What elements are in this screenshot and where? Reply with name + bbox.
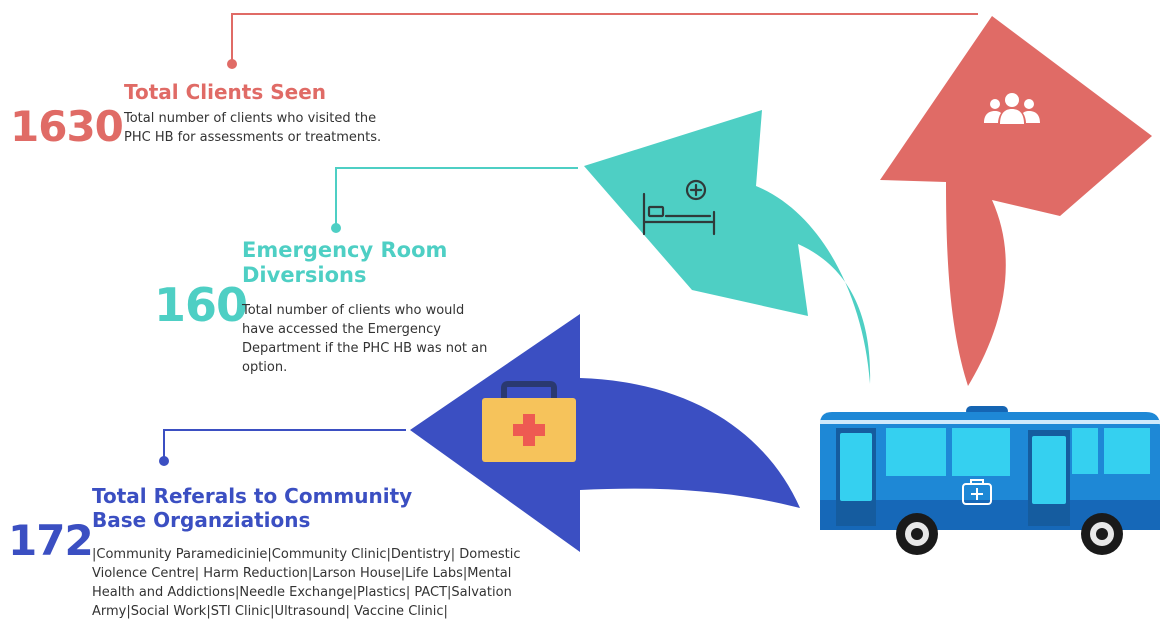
hospital-bed-icon	[642, 179, 716, 236]
referrals-title: Total Referals to Community Base Organzi…	[92, 484, 412, 532]
arrow-er	[584, 110, 871, 384]
connector-er	[331, 167, 578, 233]
medical-kit-icon	[482, 381, 576, 462]
er-description: Total number of clients who would have a…	[242, 303, 488, 375]
arrow-referrals	[410, 314, 800, 552]
er-value: 160	[154, 278, 248, 332]
people-group-icon	[984, 93, 1040, 124]
er-title: Emergency Room Diversions	[242, 238, 447, 288]
arrow-clients	[880, 16, 1152, 386]
clients-description: Total number of clients who visited the …	[124, 111, 382, 145]
connector-referrals	[159, 429, 406, 466]
clients-value: 1630	[10, 102, 124, 151]
medical-bus-icon	[820, 406, 1160, 555]
er-title-line2: Diversions	[242, 263, 367, 288]
er-title-line1: Emergency Room	[242, 238, 448, 262]
clients-title: Total Clients Seen	[124, 80, 326, 104]
referrals-title-line1: Total Referals to Community	[92, 484, 413, 508]
connector-clients	[227, 13, 978, 69]
referrals-description: |Community Paramedicinie|Community Clini…	[92, 547, 521, 619]
referrals-title-line2: Base Organziations	[92, 508, 311, 532]
referrals-value: 172	[8, 516, 94, 565]
